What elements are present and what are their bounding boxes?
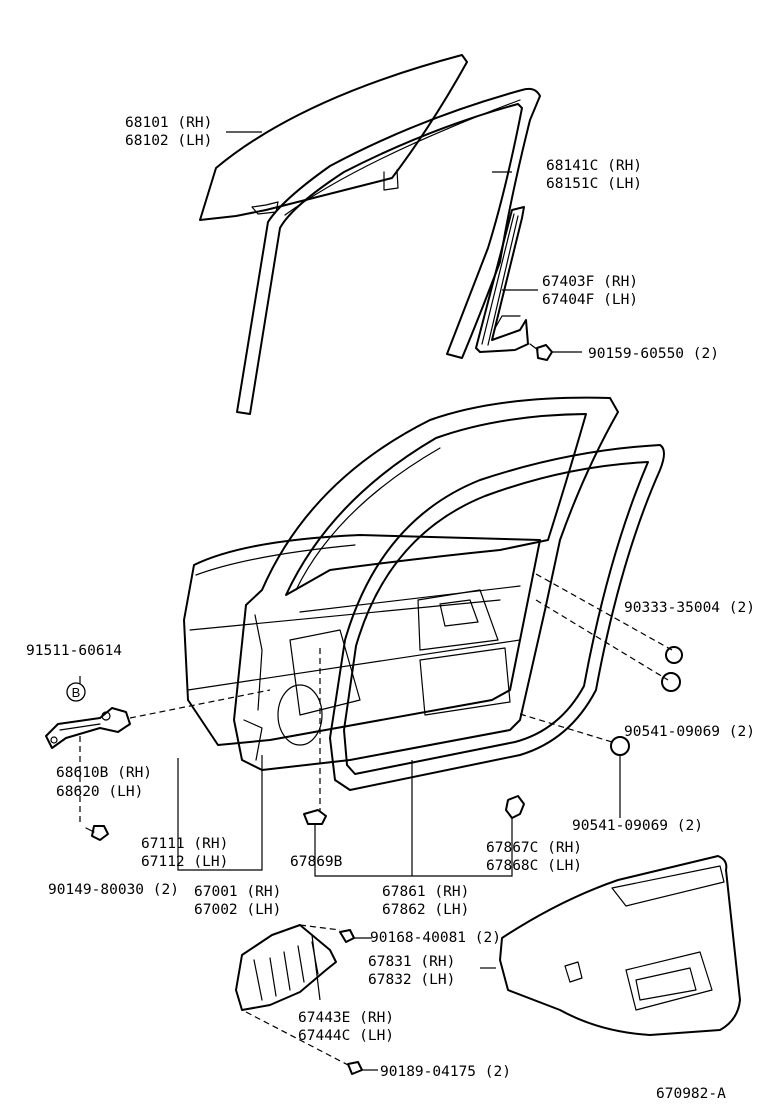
label-cover-rh: 67443E (RH): [298, 1010, 394, 1026]
diagram-id: 670982-A: [656, 1086, 726, 1102]
label-screw-div: 90159-60550 (2): [588, 346, 719, 362]
label-run-lh: 68151C (LH): [546, 176, 642, 192]
label-hinge-pin: 91511-60614: [26, 643, 122, 659]
door-weatherstrip: [329, 444, 665, 791]
dashed-reference-lines: [79, 573, 673, 1067]
label-bolt-check: 90149-80030 (2): [48, 882, 179, 898]
label-trim-lh: 67832 (LH): [368, 972, 455, 988]
label-clip-c-lh: 67868C (LH): [486, 858, 582, 874]
label-glass-lh: 68102 (LH): [125, 133, 212, 149]
label-trim-rh: 67831 (RH): [368, 954, 455, 970]
label-run-rh: 68141C (RH): [546, 158, 642, 174]
door-check: [45, 707, 131, 749]
leader-lines: [79, 131, 621, 1071]
callout-b: B: [66, 682, 86, 702]
label-clip-b: 67869B: [290, 854, 343, 870]
label-hole-plug-b: 90541-09069 (2): [572, 818, 703, 834]
screw-icon: [339, 929, 363, 1075]
hole-plug-icon: [610, 646, 683, 756]
service-hole-cover: [235, 924, 337, 1011]
door-trim-board: [499, 855, 741, 1036]
label-glass-rh: 68101 (RH): [125, 115, 212, 131]
label-door-lh: 67002 (LH): [194, 902, 281, 918]
door-glass: [199, 54, 468, 221]
label-clip-c-rh: 67867C (RH): [486, 840, 582, 856]
label-ws-rh: 67861 (RH): [382, 884, 469, 900]
label-ws-lh: 67862 (LH): [382, 902, 469, 918]
label-check-lh: 68620 (LH): [56, 784, 143, 800]
division-bar: [475, 206, 529, 353]
screw-icon: [529, 343, 553, 361]
callout-b-symbol: B: [72, 685, 81, 700]
label-door-rh: 67001 (RH): [194, 884, 281, 900]
label-check-rh: 68610B (RH): [56, 765, 152, 781]
door-body: [233, 396, 619, 771]
label-screw-cover: 90168-40081 (2): [370, 930, 501, 946]
bolt-icon: [85, 825, 109, 841]
label-cover-lh: 67444C (LH): [298, 1028, 394, 1044]
label-plug-a: 90333-35004 (2): [624, 600, 755, 616]
clip-icon: [303, 795, 525, 825]
glass-run-channel: [236, 87, 541, 415]
label-screw-bottom: 90189-04175 (2): [380, 1064, 511, 1080]
label-panel-lh: 67112 (LH): [141, 854, 228, 870]
label-panel-rh: 67111 (RH): [141, 836, 228, 852]
label-div-rh: 67403F (RH): [542, 274, 638, 290]
label-hole-plug-a: 90541-09069 (2): [624, 724, 755, 740]
label-div-lh: 67404F (LH): [542, 292, 638, 308]
